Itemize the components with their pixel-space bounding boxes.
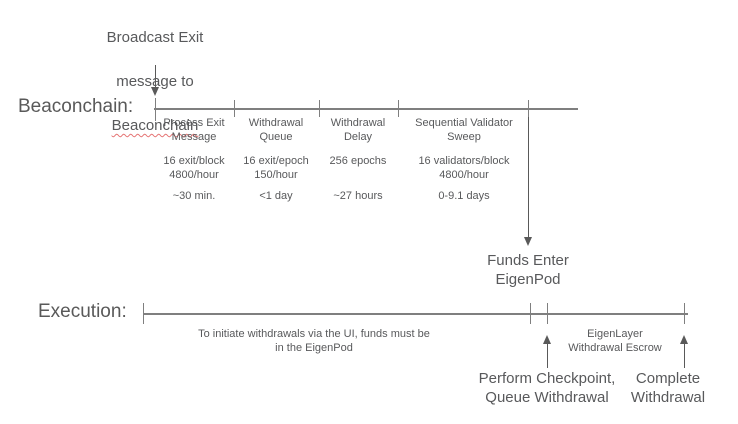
beaconchain-tick-2 xyxy=(233,100,235,117)
segment-rate-process-exit: 16 exit/block 4800/hour xyxy=(163,155,225,181)
segment-duration-validator-sweep: 0-9.1 days xyxy=(438,190,490,202)
funds-enter-eigenpod-label: Funds Enter EigenPod xyxy=(487,252,569,288)
complete-withdrawal-arrow-head-icon xyxy=(680,335,688,344)
broadcast-note-line1: Broadcast Exit xyxy=(106,29,204,46)
segment-name-withdrawal-delay: Withdrawal Delay xyxy=(330,117,386,143)
broadcast-note-beaconchain-misspell: Beaconchain xyxy=(111,117,199,134)
segment-rate-validator-sweep: 16 validators/block 4800/hour xyxy=(418,155,510,181)
beaconchain-tick-4 xyxy=(397,100,399,117)
perform-checkpoint-arrow-head-icon xyxy=(543,335,551,344)
execution-tick-3 xyxy=(546,303,548,324)
beaconchain-tick-1 xyxy=(154,98,156,121)
execution-tick-1 xyxy=(142,303,144,324)
execution-timeline-line xyxy=(143,313,688,315)
segment-rate-withdrawal-queue: 16 exit/epoch 150/hour xyxy=(243,155,309,181)
segment-name-withdrawal-queue: Withdrawal Queue xyxy=(248,117,304,143)
funds-enter-arrow-head-icon xyxy=(524,237,532,246)
beaconchain-tick-5 xyxy=(527,100,529,117)
beaconchain-timeline-label: Beaconchain: xyxy=(18,96,134,117)
segment-name-validator-sweep: Sequential Validator Sweep xyxy=(415,117,513,143)
initiate-withdrawals-note: To initiate withdrawals via the UI, fund… xyxy=(198,328,430,354)
segment-duration-withdrawal-queue: <1 day xyxy=(259,190,293,202)
segment-duration-withdrawal-delay: ~27 hours xyxy=(333,190,383,202)
complete-withdrawal-arrow-line xyxy=(683,343,685,368)
segment-duration-process-exit: ~30 min. xyxy=(172,190,216,202)
perform-checkpoint-arrow-line xyxy=(546,343,548,368)
execution-tick-2 xyxy=(529,303,531,324)
broadcast-arrow-head-icon xyxy=(151,87,159,96)
execution-tick-4 xyxy=(683,303,685,324)
funds-enter-arrow-line xyxy=(527,117,529,238)
perform-checkpoint-label: Perform Checkpoint, Queue Withdrawal xyxy=(478,370,616,406)
beaconchain-tick-3 xyxy=(318,100,320,117)
complete-withdrawal-label: Complete Withdrawal xyxy=(630,370,706,406)
execution-timeline-label: Execution: xyxy=(38,301,127,322)
broadcast-note-line2: message to xyxy=(116,73,194,90)
beaconchain-timeline-line xyxy=(154,108,578,110)
broadcast-arrow-line xyxy=(154,65,156,88)
segment-rate-withdrawal-delay: 256 epochs xyxy=(329,155,387,167)
segment-name-process-exit: Process Exit Message xyxy=(163,117,225,143)
broadcast-exit-note: Broadcast Exit message to Beaconchain xyxy=(80,5,230,159)
eigenlayer-escrow-label: EigenLayer Withdrawal Escrow xyxy=(568,328,662,354)
